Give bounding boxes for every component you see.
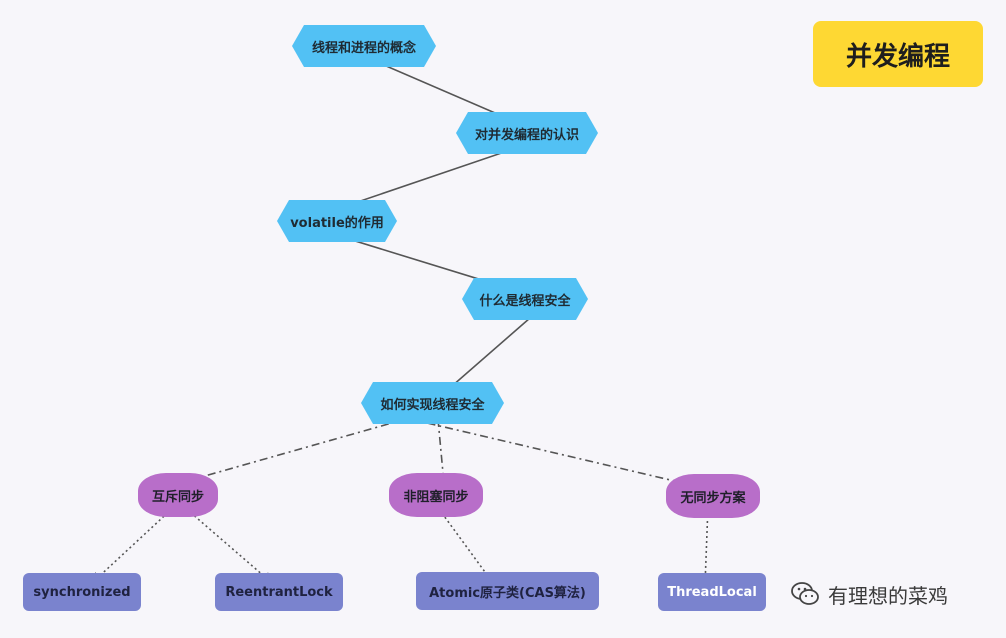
connector-nosync-to-threadlocal <box>699 505 711 587</box>
node-concurrency-understanding[interactable]: 对并发编程的认识 <box>456 112 598 154</box>
category-nonblocking-sync[interactable]: 非阻塞同步 <box>389 473 483 517</box>
connector-concept-to-understanding <box>362 55 518 124</box>
main-title: 并发编程 <box>813 21 983 87</box>
connector-mutex-to-reentrant <box>182 505 273 584</box>
node-thread-process-concept[interactable]: 线程和进程的概念 <box>292 25 436 67</box>
connector-how-to-nosync <box>409 418 698 490</box>
watermark: 有理想的菜鸡 <box>790 574 948 614</box>
node-how-thread-safety[interactable]: 如何实现线程安全 <box>361 382 504 424</box>
node-volatile[interactable]: volatile的作用 <box>277 200 397 242</box>
leaf-atomic[interactable]: Atomic原子类(CAS算法) <box>416 572 599 610</box>
node-thread-safety[interactable]: 什么是线程安全 <box>462 278 588 320</box>
connector-how-to-mutex <box>178 418 407 486</box>
category-mutex-sync[interactable]: 互斥同步 <box>138 473 218 517</box>
leaf-synchronized[interactable]: synchronized <box>23 573 141 611</box>
leaf-reentrantlock[interactable]: ReentrantLock <box>215 573 343 611</box>
connector-nonblocking-to-atomic <box>435 504 494 584</box>
leaf-threadlocal[interactable]: ThreadLocal <box>658 573 766 611</box>
connector-understanding-to-volatile <box>332 143 529 213</box>
wechat-icon <box>791 582 819 605</box>
watermark-text: 有理想的菜鸡 <box>828 583 948 608</box>
category-no-sync-solution[interactable]: 无同步方案 <box>666 474 760 518</box>
connector-mutex-to-synchronized <box>91 505 176 584</box>
connector-threadsafety-to-how <box>443 317 531 394</box>
